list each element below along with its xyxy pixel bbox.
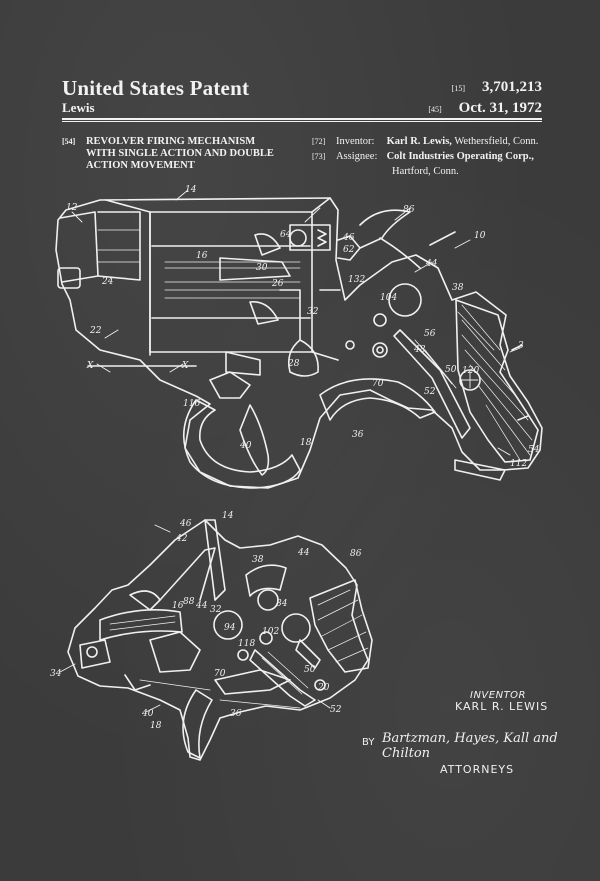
inventor-row: [72] Inventor: Karl R. Lewis, Wethersfie… (312, 136, 552, 148)
inventor-heading: INVENTOR (470, 690, 526, 701)
ref-label: 116 (183, 399, 200, 409)
ref-label: 20 (317, 683, 330, 693)
inventor-full-name: Karl R. Lewis, (386, 136, 452, 147)
ref-label: 10 (474, 231, 486, 241)
ref-label: 36 (352, 430, 364, 440)
ref-label: 24 (101, 277, 114, 287)
ref-label: 120 (462, 366, 479, 376)
ref-label: 86 (350, 549, 362, 559)
inventor-surname: Lewis (62, 100, 95, 115)
patent-number-row: [15] 3,701,213 (452, 79, 542, 96)
parties-block: [72] Inventor: Karl R. Lewis, Wethersfie… (312, 136, 552, 181)
ref-label: 22 (89, 326, 102, 336)
ref-label: 52 (330, 705, 342, 715)
ref-label: 16 (172, 601, 184, 611)
assignee-name: Colt Industries Operating Corp., (386, 151, 534, 162)
invention-code: [54] (62, 137, 76, 146)
ref-label: 84 (276, 599, 288, 609)
ref-label: 88 (183, 597, 195, 607)
ref-label: 38 (252, 555, 264, 565)
inventor-signature-name: KARL R. LEWIS (455, 700, 549, 713)
ref-label: 14 (185, 185, 197, 195)
patent-date-row: [45] Oct. 31, 1972 (428, 100, 542, 117)
inventor-code: [72] (312, 137, 326, 146)
assignee-label: Assignee: (335, 151, 378, 162)
inventor-label: Inventor: (335, 136, 375, 147)
attorney-firm-signature: Bartzman, Hayes, Kall and Chilton (382, 731, 558, 761)
assignee-row: [73] Assignee: Colt Industries Operating… (312, 151, 552, 163)
ref-label: 50 (445, 365, 457, 375)
ref-label: X (181, 361, 189, 371)
ref-label: 32 (307, 307, 319, 317)
ref-label: 40 (141, 709, 154, 719)
ref-label: 40 (239, 441, 252, 451)
ref-label: 46 (342, 233, 355, 243)
patent-date-code: [45] (428, 104, 442, 114)
ref-label: 112 (510, 459, 527, 469)
invention-title-line: REVOLVER FIRING MECHANISM (85, 136, 256, 147)
ref-label: 64 (280, 230, 292, 240)
ref-label: 70 (214, 669, 226, 679)
ref-label: 44 (297, 548, 310, 558)
ref-label: 38 (452, 283, 464, 293)
assignee-place-row: Hartford, Conn. (312, 166, 552, 178)
ref-label: 104 (380, 293, 397, 303)
by-label: BY (362, 737, 375, 748)
ref-label: 16 (196, 251, 208, 261)
figure-2-lockwork (67, 519, 373, 761)
ref-label: 86 (403, 205, 415, 215)
ref-label: 48 (413, 345, 426, 355)
ref-label: 94 (224, 623, 236, 633)
inventor-place: Wethersfield, Conn. (454, 136, 539, 147)
ref-label: 18 (150, 721, 162, 731)
patent-date: Oct. 31, 1972 (458, 100, 542, 116)
ref-label: 26 (271, 279, 284, 289)
patent-number-code: [15] (451, 83, 465, 93)
invention-title-line: ACTION MOVEMENT (85, 160, 195, 171)
ref-label: 44 (195, 601, 208, 611)
ref-label: 32 (210, 605, 222, 615)
ref-label: 132 (348, 275, 365, 285)
ref-label: 34 (50, 669, 62, 679)
ref-label: 28 (287, 359, 300, 369)
leader-lines (59, 189, 521, 713)
ref-label: 118 (238, 639, 255, 649)
invention-title-line: WITH SINGLE ACTION AND DOUBLE (85, 148, 274, 159)
ref-label: 44 (425, 259, 438, 269)
ref-label: 52 (424, 387, 436, 397)
invention-title-block: [54] REVOLVER FIRING MECHANISM WITH SING… (62, 136, 287, 172)
ref-label: 18 (300, 438, 312, 448)
ref-label: 56 (424, 329, 436, 339)
ref-label: 102 (262, 627, 279, 637)
header-rule (62, 118, 542, 120)
figure-1-revolver (55, 197, 543, 489)
assignee-place: Hartford, Conn. (392, 166, 459, 177)
assignee-code: [73] (312, 152, 326, 161)
ref-label: 62 (343, 245, 355, 255)
header-rule-thin (62, 121, 542, 122)
ref-label: 54 (528, 445, 540, 455)
attorneys-label: ATTORNEYS (440, 763, 515, 776)
ref-label: 42 (175, 534, 188, 544)
ref-label: 36 (230, 709, 242, 719)
ref-label: 50 (304, 665, 316, 675)
ref-label: 12 (66, 203, 78, 213)
ref-label: 46 (179, 519, 192, 529)
ref-label: 14 (222, 511, 234, 521)
ref-label: X (86, 361, 94, 371)
patent-number: 3,701,213 (482, 79, 542, 95)
patent-title: United States Patent (62, 76, 250, 100)
ref-label: 3 (518, 341, 524, 351)
ref-label: 70 (372, 379, 384, 389)
ref-label: 30 (256, 263, 268, 273)
